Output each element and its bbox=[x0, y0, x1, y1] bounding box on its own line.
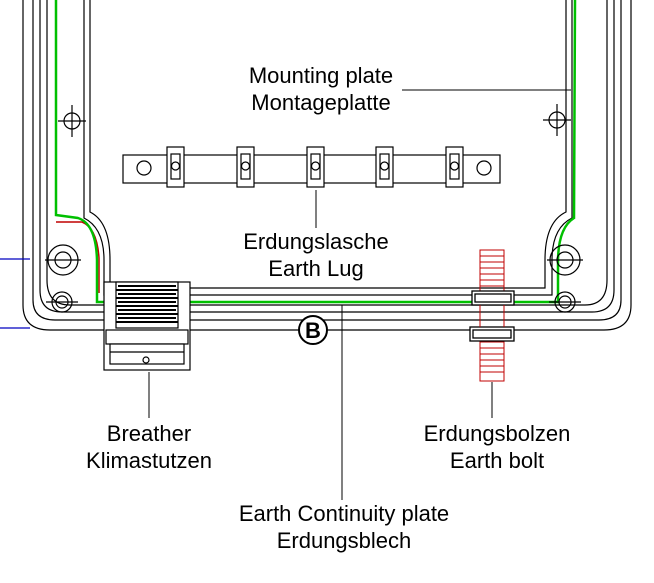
upper-left-mounting-hole bbox=[58, 105, 86, 137]
earth-bolt-label: Erdungsbolzen Earth bolt bbox=[402, 420, 592, 474]
upper-right-mounting-hole bbox=[543, 104, 571, 136]
lower-right-screws bbox=[547, 244, 583, 313]
breather-label-en: Breather bbox=[106, 421, 192, 446]
callout-b-circle bbox=[298, 315, 328, 345]
breather-label: Breather Klimastutzen bbox=[64, 420, 234, 474]
mounting-plate-label-de: Montageplatte bbox=[251, 90, 391, 115]
earth-bolt-nuts bbox=[469, 290, 515, 342]
axis-lines bbox=[0, 258, 30, 329]
green-gasket-line bbox=[54, 0, 577, 304]
earth-bolt-label-de: Erdungsbolzen bbox=[423, 421, 571, 446]
leader-lines bbox=[148, 89, 571, 500]
mounting-plate-label-en: Mounting plate bbox=[248, 63, 394, 88]
callout-b-letter: B bbox=[305, 318, 321, 343]
mounting-plate-label: Mounting plate Montageplatte bbox=[226, 62, 416, 116]
breather-assembly bbox=[103, 281, 191, 371]
lower-left-screws bbox=[45, 244, 81, 313]
continuity-plate-label: Earth Continuity plate Erdungsblech bbox=[214, 500, 474, 554]
continuity-plate-label-en: Earth Continuity plate bbox=[238, 501, 450, 526]
breather-label-de: Klimastutzen bbox=[86, 448, 212, 473]
earth-bolt bbox=[479, 249, 505, 382]
earth-lug-label-en: Earth Lug bbox=[268, 256, 364, 281]
earth-bolt-label-en: Earth bolt bbox=[449, 448, 545, 473]
earth-lug-label: Erdungslasche Earth Lug bbox=[216, 228, 416, 282]
earth-lug-label-de: Erdungslasche bbox=[243, 229, 389, 254]
earth-lug-screws bbox=[166, 146, 464, 188]
inner-cavity bbox=[83, 0, 573, 296]
continuity-plate-label-de: Erdungsblech bbox=[276, 528, 412, 553]
